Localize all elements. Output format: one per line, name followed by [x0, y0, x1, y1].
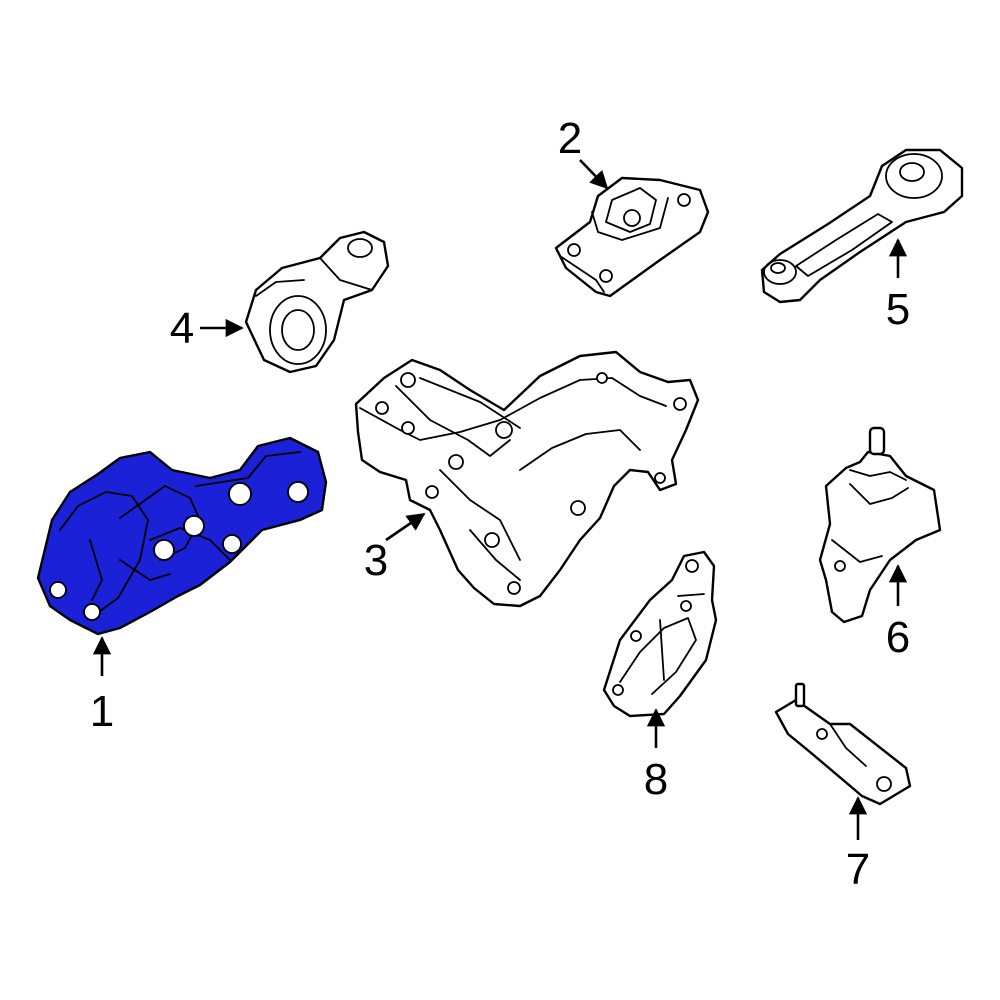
- callout-8: 8: [644, 755, 668, 804]
- callout-6: 6: [886, 613, 910, 662]
- part-6-mount-insulator[interactable]: [818, 426, 942, 624]
- callout-2: 2: [558, 114, 582, 163]
- callout-3: 3: [364, 536, 388, 585]
- part-4-torque-rod-mount[interactable]: [244, 230, 390, 374]
- part-7-bracket-plate[interactable]: [774, 682, 912, 806]
- part-1-mount-bracket[interactable]: [36, 436, 328, 636]
- callout-1: 1: [90, 687, 114, 736]
- leader-arrow-3: [385, 512, 426, 542]
- part-3-transmission-bracket[interactable]: [354, 350, 700, 608]
- part-8-mount-bracket[interactable]: [602, 550, 718, 718]
- callout-4: 4: [170, 304, 194, 353]
- part-5-torque-strut[interactable]: [760, 148, 964, 304]
- part-2-mount-pad[interactable]: [554, 176, 710, 298]
- leader-arrow-2: [579, 159, 609, 190]
- callout-5: 5: [886, 285, 910, 334]
- callout-7: 7: [846, 845, 870, 894]
